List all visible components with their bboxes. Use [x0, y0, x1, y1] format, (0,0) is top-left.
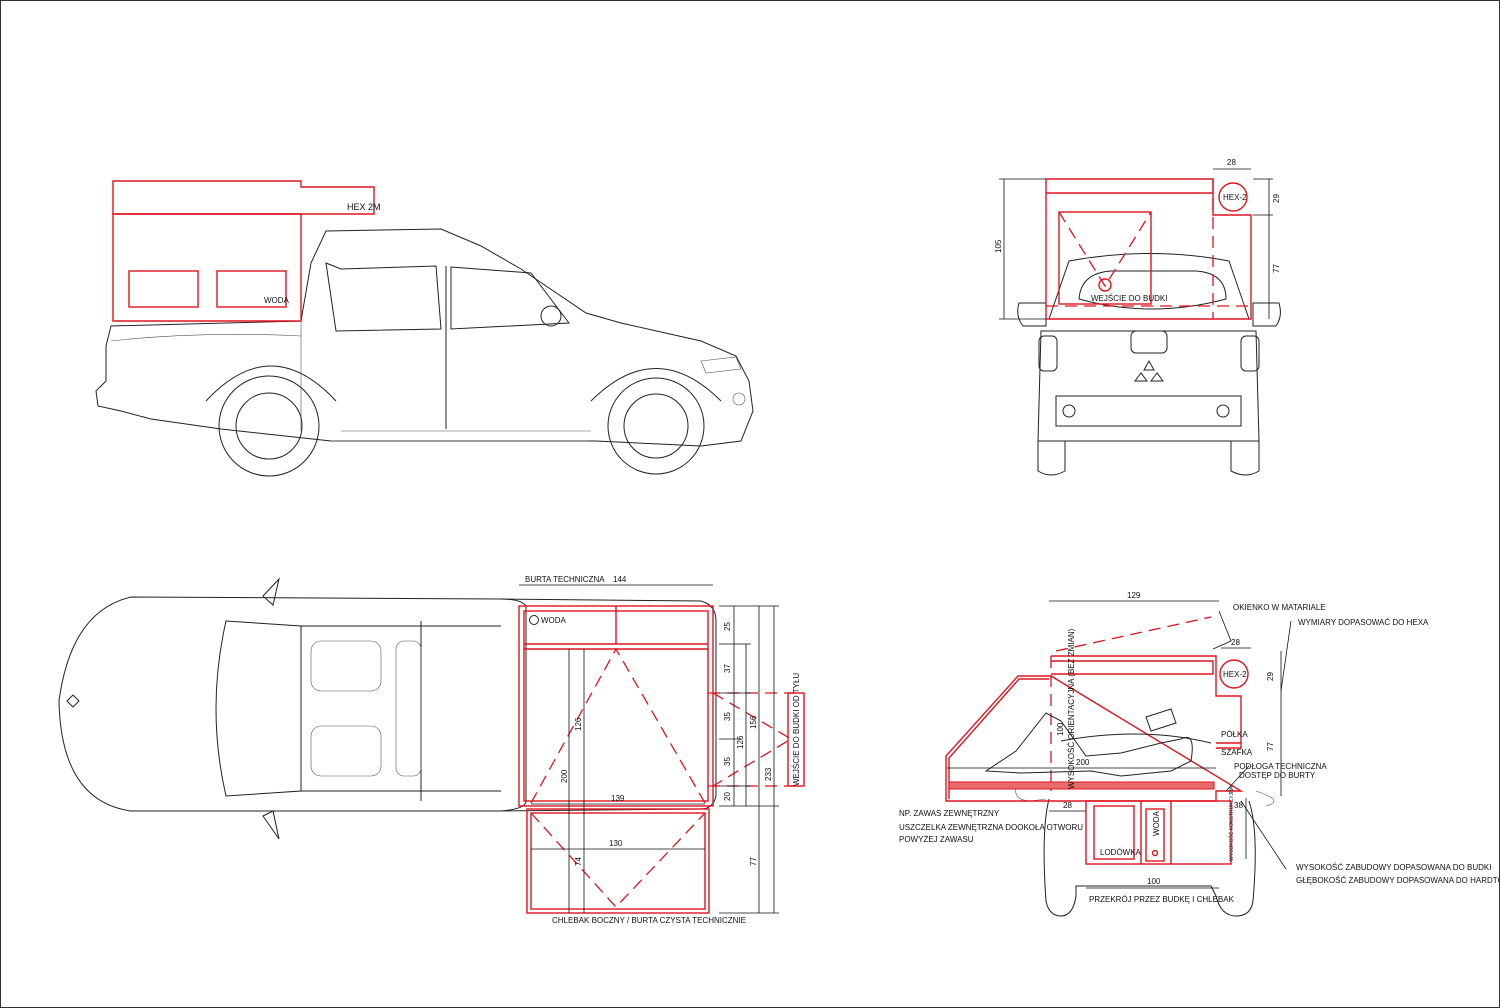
build-depth-note: GŁĘBOKOŚĆ ZABUDOWY DOPASOWANA DO HARDTOP…: [1296, 876, 1500, 885]
dim-top-156: 156: [749, 715, 758, 729]
dim-sec-100v: 100: [1056, 722, 1065, 736]
constr-height-label: WYSOKOŚĆ KONSTRUKCYJNA: [1227, 785, 1235, 861]
dim-rear-77: 77: [1272, 264, 1281, 273]
person-figure: [984, 708, 1212, 777]
dim-top-25: 25: [723, 622, 732, 631]
rear-hex-label: HEX-2: [1223, 193, 1247, 202]
rear-wheel: [218, 375, 320, 477]
top-chlebak-label: CHLEBAK BOCZNY / BURTA CZYSTA TECHNICZNI…: [552, 916, 746, 925]
dim-top-144: 144: [613, 575, 627, 584]
top-view: BURTA TECHNICZNA WODA CHLEBAK BOCZNY / B…: [58, 575, 805, 925]
dim-sec-200: 200: [1076, 758, 1090, 767]
section-dimensions: 129 28 29 77 100 200 28 38 100: [946, 591, 1292, 889]
seal-note-1: USZCZELKA ZEWNĘTRZNA DOOKOŁA OTWORU: [899, 823, 1083, 832]
dim-top-20: 20: [723, 792, 732, 801]
water-tank-label: WODA: [264, 296, 290, 305]
dim-rear-29: 29: [1272, 194, 1281, 203]
shelf-label: PÓŁKA: [1221, 730, 1248, 739]
top-rear-entry-label: WEJŚCIE DO BUDKI OD TYŁU: [792, 673, 801, 786]
dim-top-37: 37: [723, 664, 732, 673]
truck-rear-outline: [1017, 253, 1281, 476]
dim-top-35b: 35: [723, 757, 732, 766]
dim-top-130: 130: [609, 839, 623, 848]
dim-sec-38: 38: [1234, 801, 1243, 810]
hinge-note: NP. ZAWAS ZEWNĘTRZNY: [899, 809, 1000, 818]
dim-sec-77: 77: [1266, 742, 1275, 751]
section-view: HEX-2 OKIENKO W MATARIALE WYMIARY DOPASO…: [899, 591, 1500, 917]
dim-top-126v: 126: [736, 735, 745, 749]
camper-model-label: HEX 2M: [347, 202, 381, 212]
height-note: WYSOKOŚĆ ORIENTACYJNA (BEZ ZMIAN): [1067, 628, 1076, 789]
section-hex-label: HEX-2: [1223, 670, 1247, 679]
truck-side-outline: [95, 228, 754, 447]
rear-entry-frame: [787, 692, 805, 787]
top-burta-label: BURTA TECHNICZNA: [525, 575, 605, 584]
dim-sec-100: 100: [1147, 877, 1161, 886]
dim-top-139: 139: [611, 794, 625, 803]
seal-note-2: POWYŻEJ ZAWASU: [899, 835, 974, 844]
side-view: HEX 2M WODA: [95, 180, 754, 477]
dim-sec-129: 129: [1127, 591, 1141, 600]
dim-sec-29: 29: [1266, 672, 1275, 681]
rear-entry-label: WEJŚCIE DO BUDKI: [1091, 294, 1167, 303]
camper-box-top: [518, 605, 805, 914]
top-dimensions: 144 25 37 35 35 20 126 156 233 77 126 20…: [519, 575, 779, 914]
hex-2-marker: [1218, 182, 1248, 212]
dim-sec-28a: 28: [1231, 638, 1240, 647]
cabinet-label: SZAFKA: [1221, 748, 1253, 757]
top-water-label: WODA: [541, 616, 567, 625]
camper-box-side: [112, 180, 375, 322]
dim-sec-28b: 28: [1063, 801, 1072, 810]
dim-top-35a: 35: [723, 712, 732, 721]
dim-top-77: 77: [749, 857, 758, 866]
dim-rear-105: 105: [994, 239, 1003, 253]
dim-rear-28: 28: [1227, 158, 1236, 167]
dim-top-126: 126: [574, 717, 583, 731]
build-height-note: WYSOKOŚĆ ZABUDOWY DOPASOWANA DO BUDKI: [1296, 863, 1491, 872]
floor-label-2: DOSTĘP DO BURTY: [1239, 771, 1316, 780]
dim-top-200: 200: [560, 769, 569, 783]
rear-view: HEX-2 WEJŚCIE DO BUDKI 28 105 29 77: [994, 158, 1281, 476]
dim-top-74: 74: [574, 857, 583, 866]
brand-logo: [1134, 359, 1164, 382]
window-note: OKIENKO W MATARIALE: [1233, 603, 1326, 612]
camper-section: [945, 616, 1249, 865]
fridge-label: LODÓWKA: [1100, 848, 1142, 857]
fit-note: WYMIARY DOPASOWAĆ DO HEXA: [1298, 618, 1429, 627]
dim-top-233: 233: [764, 767, 773, 781]
front-wheel: [607, 377, 705, 475]
section-title: PRZEKRÓJ PRZEZ BUDKĘ I CHLEBAK: [1089, 895, 1235, 904]
rear-dimensions: 28 105 29 77: [994, 158, 1281, 320]
section-water-label: WODA: [1152, 810, 1161, 836]
